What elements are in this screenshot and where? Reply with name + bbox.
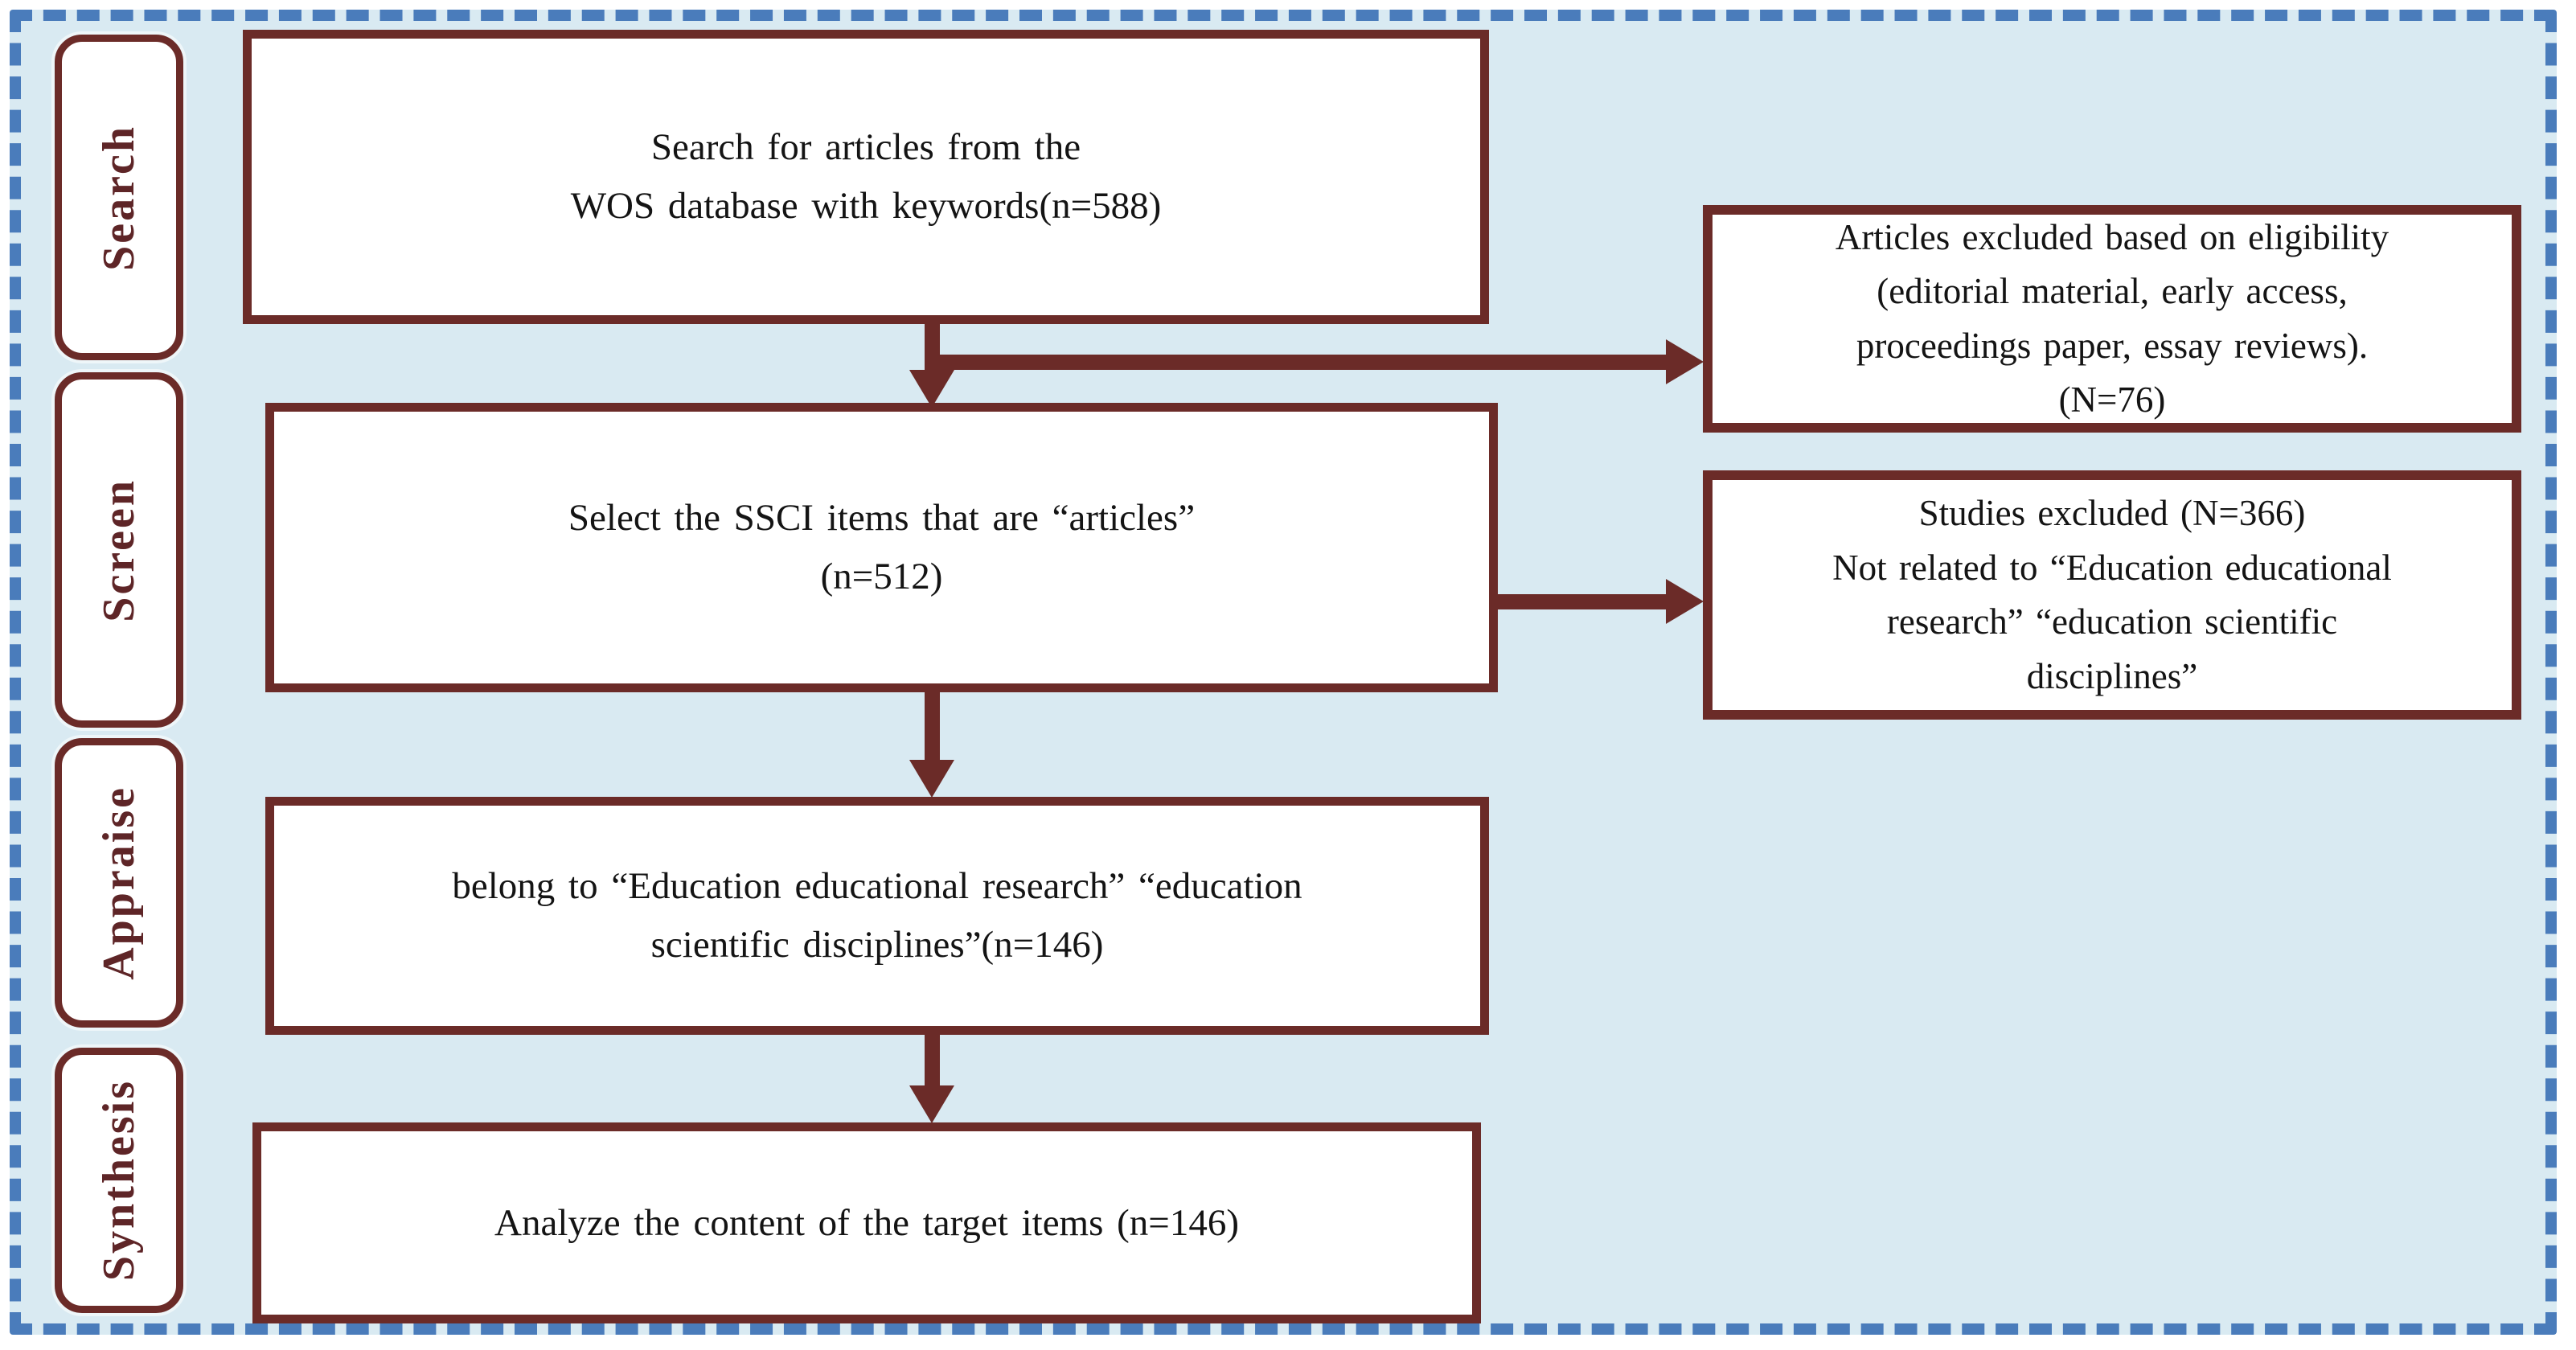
flow-box-screen-line2: (n=512) <box>820 556 943 597</box>
flow-box-synthesis: Analyze the content of the target items … <box>252 1122 1481 1323</box>
arrow-screen-to-appraise-head <box>909 760 954 798</box>
flow-box-appraise: belong to “Education educational researc… <box>265 797 1489 1035</box>
stage-tab-appraise: Appraise <box>55 738 183 1028</box>
stage-label-synthesis: Synthesis <box>94 1079 144 1282</box>
arrow-to-eligibility-exclusion-shaft <box>925 355 1669 370</box>
flow-box-synthesis-line1: Analyze the content of the target items … <box>494 1201 1239 1244</box>
exclusion-eligibility-line1: Articles excluded based on eligibility <box>1835 216 2389 257</box>
flow-box-screen-line1: Select the SSCI items that are “articles… <box>568 497 1196 540</box>
exclusion-scope-line1: Studies excluded (N=366) <box>1918 493 2306 533</box>
arrow-to-eligibility-exclusion-head <box>1666 339 1704 384</box>
flow-box-search: Search for articles from the WOS databas… <box>243 30 1489 324</box>
flow-box-search-line2: WOS database with keywords(n=588) <box>570 185 1162 227</box>
arrow-screen-to-appraise-shaft <box>925 689 940 763</box>
stage-tab-screen: Screen <box>55 372 183 728</box>
exclusion-box-eligibility: Articles excluded based on eligibility (… <box>1703 205 2521 433</box>
flow-box-screen: Select the SSCI items that are “articles… <box>265 403 1498 692</box>
flow-box-appraise-line1: belong to “Education educational researc… <box>452 865 1302 908</box>
exclusion-scope-line4: disciplines” <box>2026 655 2198 696</box>
stage-label-search: Search <box>94 124 144 271</box>
flow-box-appraise-line2: scientific disciplines”(n=146) <box>650 924 1104 966</box>
stage-label-appraise: Appraise <box>94 786 144 980</box>
exclusion-scope-line3: research” “education scientific <box>1886 601 2338 642</box>
arrow-appraise-to-synthesis-shaft <box>925 1032 940 1088</box>
arrow-to-scope-exclusion-shaft <box>1494 594 1669 609</box>
stage-tab-search: Search <box>55 35 183 360</box>
stage-label-screen: Screen <box>94 478 144 622</box>
arrow-search-to-screen-head <box>909 370 954 408</box>
flow-box-search-line1: Search for articles from the <box>650 126 1081 169</box>
arrow-appraise-to-synthesis-head <box>909 1085 954 1123</box>
exclusion-scope-line2: Not related to “Education educational <box>1832 547 2392 588</box>
stage-tab-synthesis: Synthesis <box>55 1048 183 1313</box>
exclusion-eligibility-line4: (N=76) <box>2058 380 2166 420</box>
arrow-to-scope-exclusion-head <box>1666 579 1704 624</box>
exclusion-eligibility-line2: (editorial material, early access, <box>1877 271 2348 311</box>
exclusion-box-scope: Studies excluded (N=366) Not related to … <box>1703 470 2521 720</box>
exclusion-eligibility-line3: proceedings paper, essay reviews). <box>1856 325 2369 366</box>
